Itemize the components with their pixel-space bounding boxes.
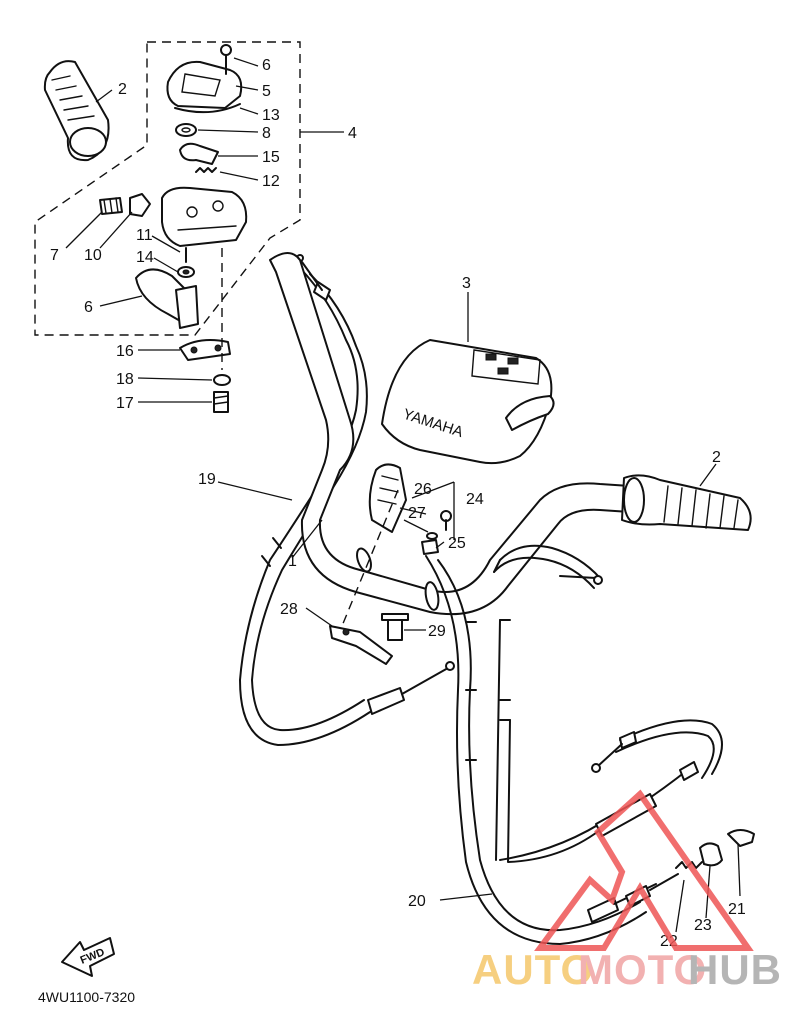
brake-cable <box>425 544 723 945</box>
throttle-cover <box>166 44 243 114</box>
fwd-arrow: FWD <box>61 937 115 977</box>
callout-17: 17 <box>116 395 134 412</box>
callout-labels: 2 6 5 13 8 15 12 4 7 10 11 14 6 16 18 17… <box>50 57 746 950</box>
callout-16: 16 <box>116 343 134 360</box>
callout-7: 6 <box>262 57 271 74</box>
callout-10: 10 <box>84 247 102 264</box>
assembly-boundary-4 <box>34 41 301 336</box>
callout-29: 29 <box>428 623 446 640</box>
callout-19: 19 <box>198 471 216 488</box>
leader-lines <box>65 57 741 933</box>
watermark-hub: HUB <box>688 946 782 993</box>
callout-15: 15 <box>262 149 280 166</box>
left-grip <box>43 60 110 162</box>
callout-26: 26 <box>414 481 432 498</box>
callout-6: 6 <box>84 299 93 316</box>
handlebar-cover: YAMAHA <box>381 339 555 465</box>
callout-23: 23 <box>694 917 712 934</box>
callout-5: 5 <box>262 83 271 100</box>
callout-25: 25 <box>448 535 466 552</box>
watermark-logo: AUTO MOTO HUB <box>472 789 782 993</box>
right-grip <box>621 474 752 531</box>
callout-9: 8 <box>262 125 271 142</box>
callout-27: 27 <box>408 505 426 522</box>
callout-2-right: 2 <box>712 449 721 466</box>
callout-12: 12 <box>262 173 280 190</box>
clamp-bracket <box>179 248 231 413</box>
callout-21: 21 <box>728 901 746 918</box>
callout-11: 11 <box>136 227 153 244</box>
throttle-cable <box>239 254 455 746</box>
throttle-housing-body <box>161 186 248 247</box>
watermark-auto: AUTO <box>472 946 594 993</box>
throttle-small-parts <box>175 123 219 173</box>
callout-2-left: 2 <box>118 81 127 98</box>
callout-3: 3 <box>462 275 471 292</box>
part-code: 4WU1100-7320 <box>38 989 135 1005</box>
brake-lever-holder <box>368 463 452 555</box>
callout-13: 13 <box>262 107 280 124</box>
callout-14: 14 <box>136 249 154 266</box>
callout-20: 20 <box>408 893 426 910</box>
lever-28 <box>329 489 409 665</box>
callout-1: 1 <box>288 553 297 570</box>
bolt-and-nut <box>99 193 151 217</box>
callout-28: 28 <box>280 601 298 618</box>
watermark-triangle <box>534 789 754 951</box>
watermark-moto: MOTO <box>578 946 707 993</box>
callout-4: 4 <box>348 125 357 142</box>
handlebar <box>269 252 631 616</box>
callout-18: 18 <box>116 371 134 388</box>
callout-8: 7 <box>50 247 59 264</box>
callout-24: 24 <box>466 491 484 508</box>
